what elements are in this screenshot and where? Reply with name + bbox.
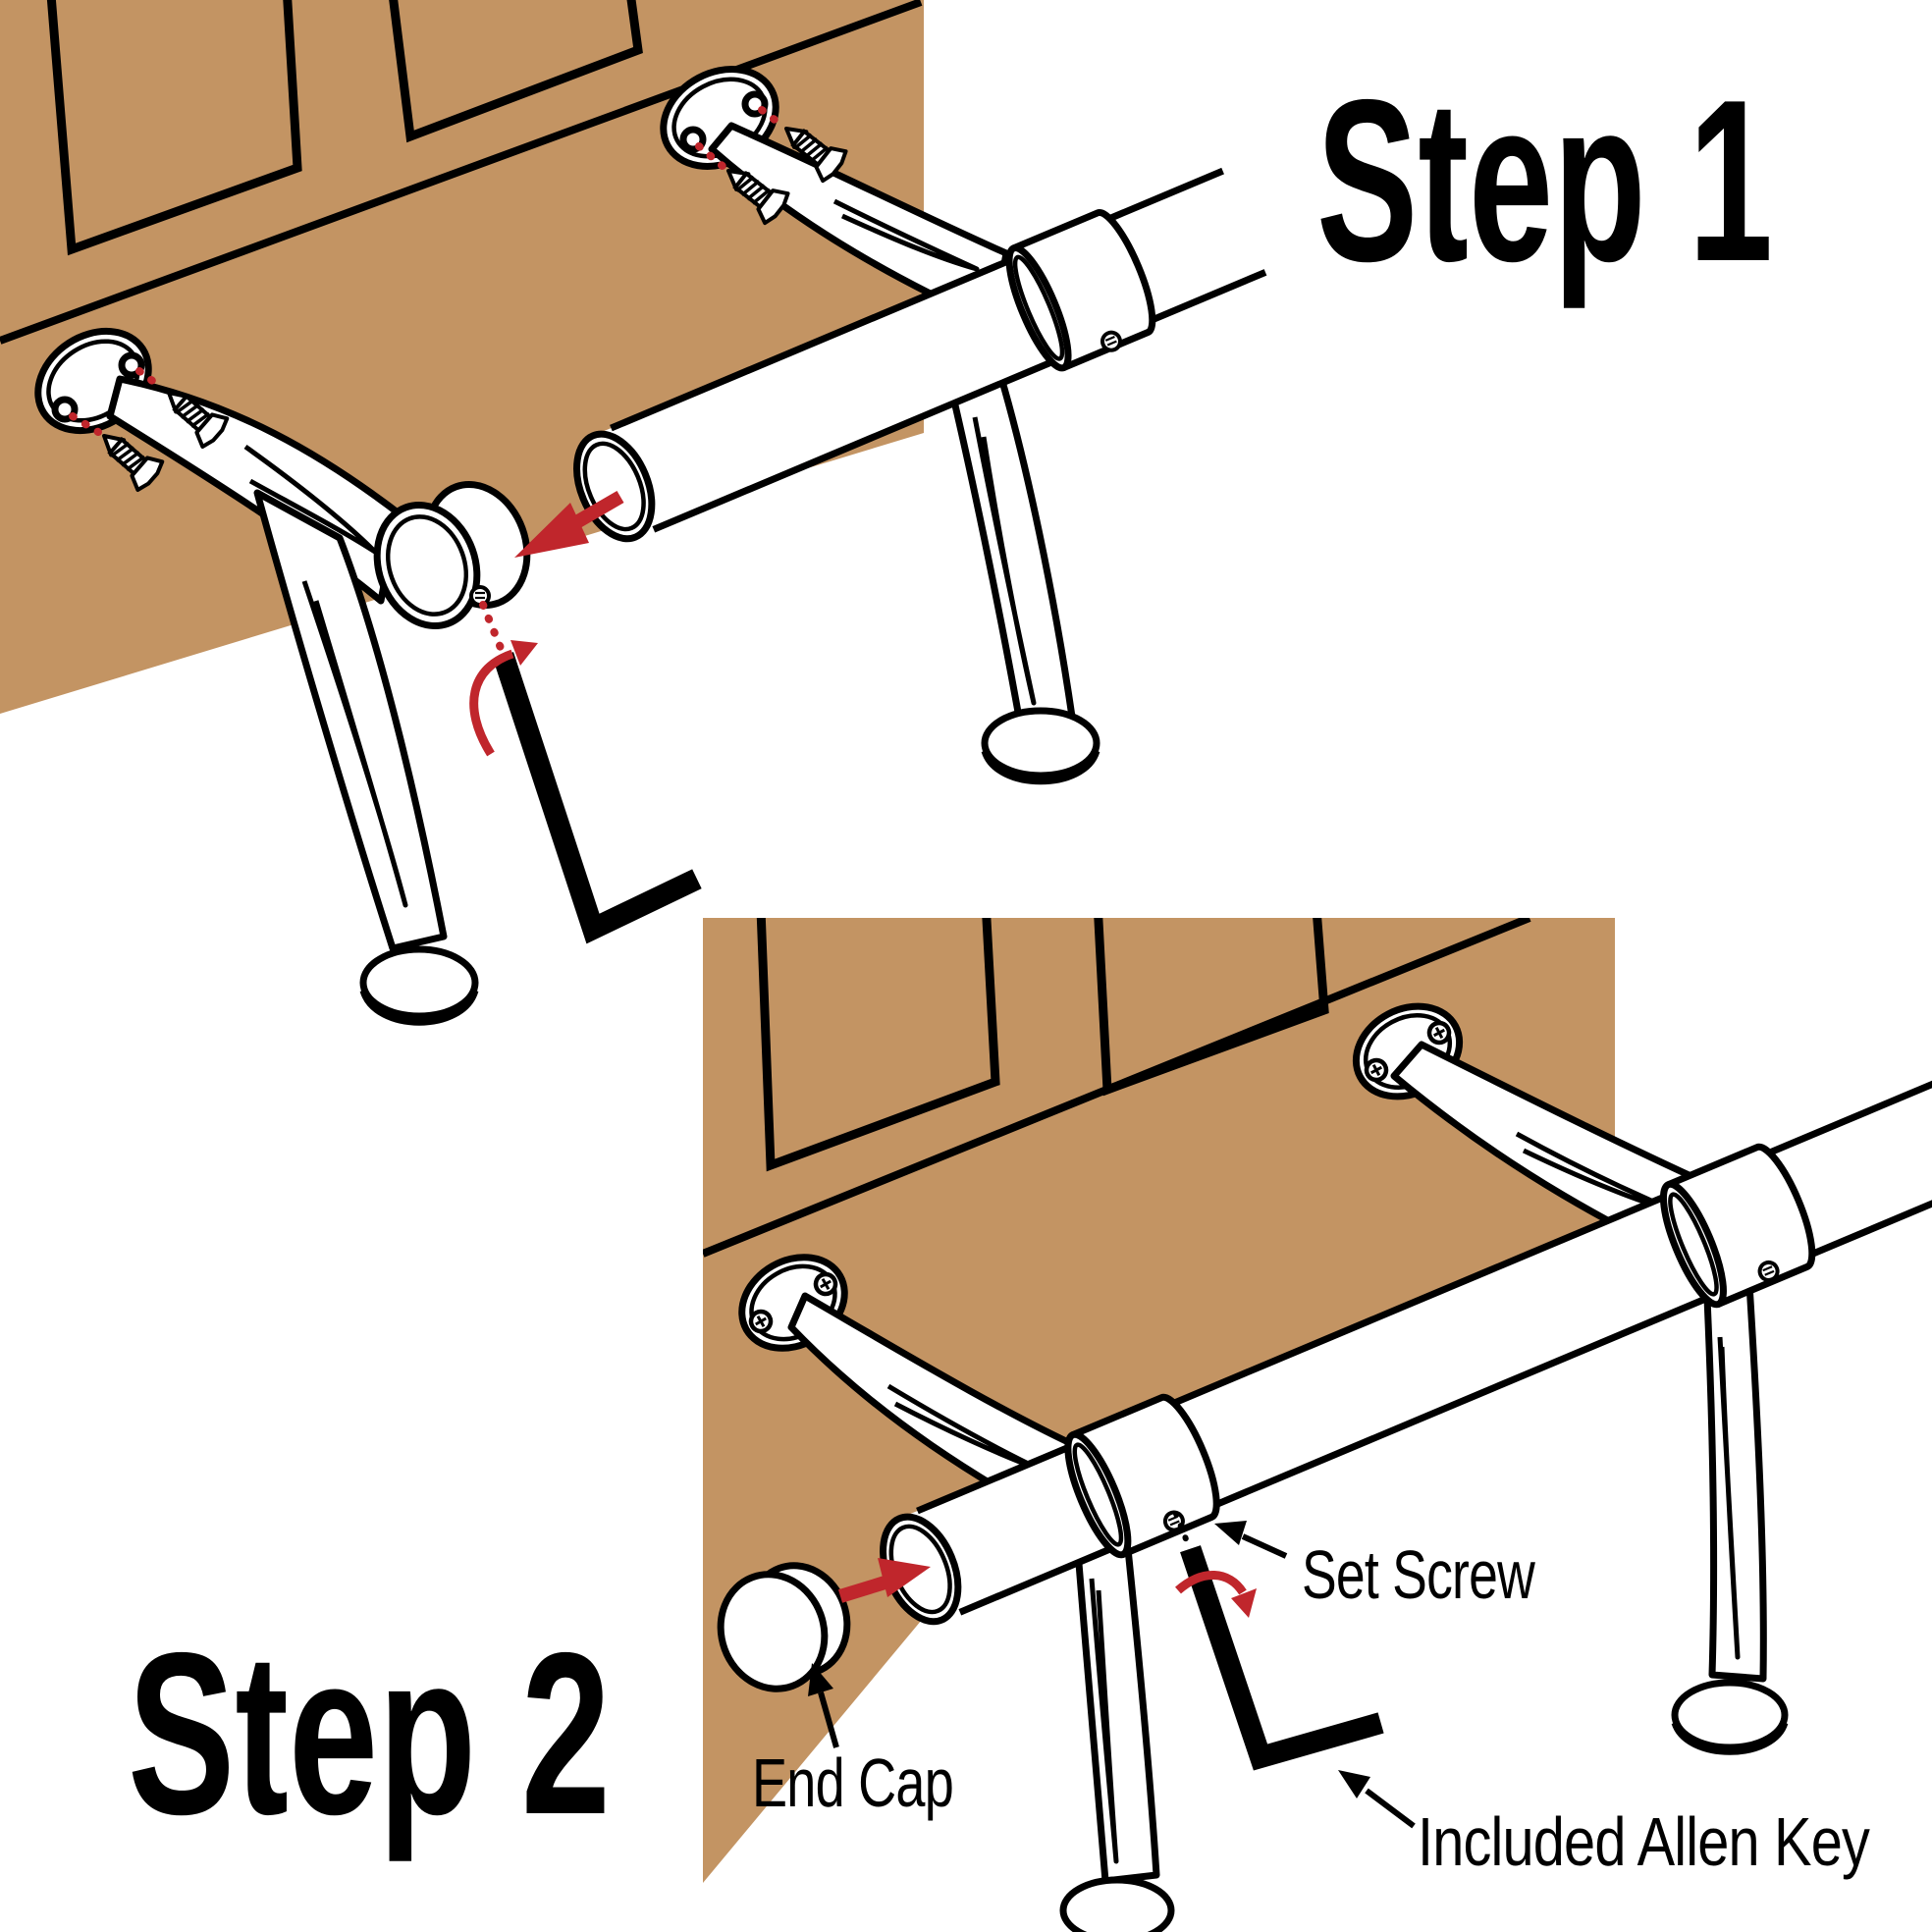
callout-arrowhead bbox=[808, 1663, 833, 1696]
foot-rail-tube bbox=[880, 1045, 1932, 1626]
wainscot-recessed-panel bbox=[389, 0, 643, 143]
insertion-arrow bbox=[837, 1558, 931, 1603]
bracket-foot-rim bbox=[1671, 1721, 1789, 1755]
bracket-leg-notch bbox=[301, 580, 408, 908]
chair-rail-line bbox=[0, 0, 923, 345]
rotation-arrow bbox=[1175, 1571, 1257, 1618]
bracket-arm-notch bbox=[832, 198, 980, 272]
allen-key-label: Included Allen Key bbox=[1418, 1803, 1870, 1880]
foot-rail-tube bbox=[573, 167, 1267, 543]
bracket-leg-notch bbox=[1089, 1578, 1119, 1864]
end-cap bbox=[717, 1562, 851, 1692]
set-screw-label: Set Screw bbox=[1302, 1536, 1535, 1613]
wainscot-recessed-panel bbox=[1092, 918, 1329, 1097]
bracket-foot bbox=[981, 707, 1100, 779]
insertion-arrow bbox=[514, 490, 624, 558]
step2-scene: End Cap Set Screw Included Allen Key Ste… bbox=[128, 918, 1932, 1932]
wainscot-recessed-panel bbox=[755, 918, 1000, 1172]
set-screw-dotted-line bbox=[479, 601, 505, 652]
right-wall-bracket bbox=[660, 66, 1100, 785]
screw-guide-dotted-line bbox=[758, 106, 786, 130]
bracket-collar bbox=[373, 480, 531, 630]
screw-guide-dotted-line bbox=[135, 367, 167, 393]
end-cap-callout: End Cap bbox=[752, 1663, 954, 1821]
set-screw-icon bbox=[469, 585, 491, 607]
allen-key-icon bbox=[493, 652, 702, 944]
step1-scene: Step 1 bbox=[0, 0, 1773, 1026]
left-wall-bracket bbox=[34, 327, 531, 1026]
bracket-foot bbox=[1671, 1679, 1789, 1751]
bracket-foot bbox=[359, 945, 479, 1020]
screw-guide-dotted-line bbox=[69, 412, 102, 436]
rotation-arrow bbox=[469, 640, 538, 757]
callout-arrowhead bbox=[1214, 1521, 1247, 1545]
allen-key-callout: Included Allen Key bbox=[1338, 1770, 1871, 1880]
bracket-leg-notch bbox=[972, 416, 1037, 706]
bracket-foot-rim bbox=[981, 749, 1100, 785]
rail-sleeve bbox=[1005, 209, 1156, 372]
set-screw-callout: Set Screw bbox=[1214, 1521, 1536, 1613]
bracket-leg-notch bbox=[1717, 1336, 1741, 1660]
wainscot-wall-panel bbox=[0, 0, 924, 714]
bracket-foot-rim bbox=[359, 989, 479, 1026]
bracket-foot bbox=[1059, 1876, 1175, 1932]
callout-arrowhead bbox=[1338, 1770, 1370, 1798]
bracket-collar bbox=[1659, 1143, 1816, 1309]
screw-guide-dotted-line bbox=[695, 142, 727, 171]
allen-key-icon bbox=[1180, 1545, 1384, 1771]
step1-heading: Step 1 bbox=[1316, 51, 1773, 309]
step2-heading: Step 2 bbox=[128, 1604, 611, 1862]
end-cap-label: End Cap bbox=[752, 1744, 953, 1821]
wainscot-recessed-panel bbox=[46, 0, 302, 256]
bracket-collar bbox=[1064, 1393, 1220, 1559]
